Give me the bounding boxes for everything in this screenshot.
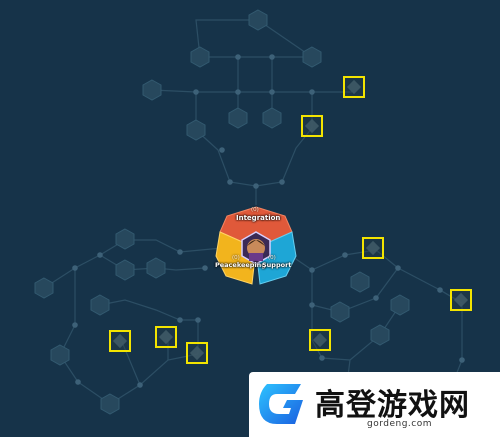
highlighted-skill-node-3[interactable] — [362, 237, 384, 259]
character-portrait — [247, 239, 265, 257]
peacekeeping-level: (0) — [232, 255, 240, 261]
skill-icon — [304, 118, 320, 134]
path-nodes — [72, 54, 465, 388]
watermark-url: gordeng.com — [367, 419, 433, 429]
peacekeeping-label: Peacekeeping — [215, 261, 266, 269]
highlighted-skill-node-5[interactable] — [309, 329, 331, 351]
support-level: (0) — [268, 255, 276, 261]
skill-icon — [189, 345, 205, 361]
highlighted-skill-node-7[interactable] — [155, 326, 177, 348]
integration-label: Integration — [236, 214, 281, 222]
skill-icon — [312, 332, 328, 348]
support-label: Support — [262, 261, 292, 269]
skill-icon — [158, 329, 174, 345]
skill-icon — [112, 333, 128, 349]
skill-icon — [346, 79, 362, 95]
branch-emblem[interactable] — [215, 206, 297, 285]
watermark-title: 高登游戏网 — [315, 388, 470, 423]
skill-icon — [453, 292, 469, 308]
highlighted-skill-node-1[interactable] — [343, 76, 365, 98]
highlighted-skill-node-2[interactable] — [301, 115, 323, 137]
site-logo-icon — [259, 384, 303, 424]
site-watermark: 高登游戏网 gordeng.com — [249, 372, 500, 437]
highlighted-skill-node-6[interactable] — [109, 330, 131, 352]
integration-level: (0) — [251, 207, 259, 213]
skill-icon — [365, 240, 381, 256]
highlighted-skill-node-4[interactable] — [450, 289, 472, 311]
highlighted-skill-node-8[interactable] — [186, 342, 208, 364]
